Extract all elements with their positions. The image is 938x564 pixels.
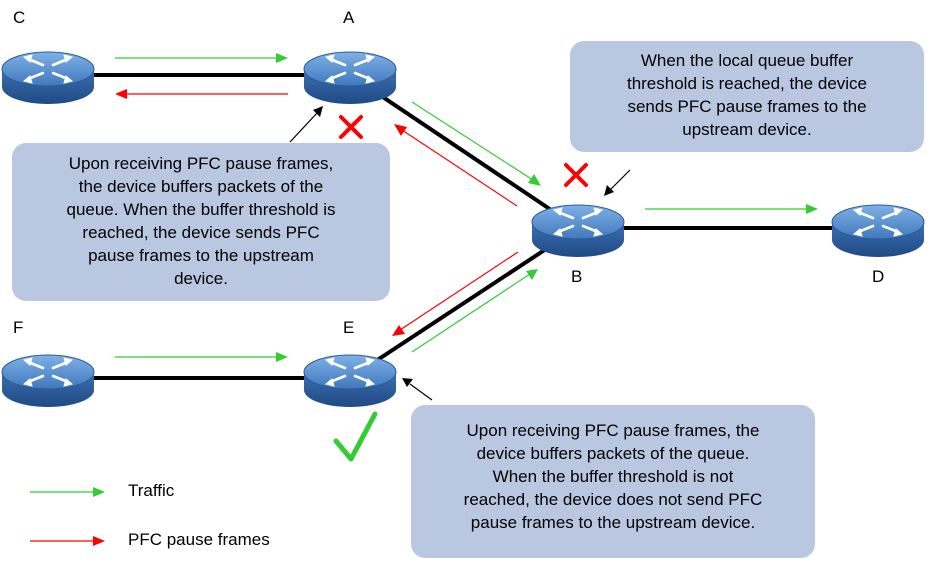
callout-device-a: Upon receiving PFC pause frames, the dev… xyxy=(12,143,390,301)
links xyxy=(48,73,878,380)
callout-line: upstream device. xyxy=(682,120,812,139)
pointer-a xyxy=(289,111,319,143)
callout-line: reached, the device does not send PFC xyxy=(463,490,763,509)
callout-pointers xyxy=(289,106,631,401)
pointer-e xyxy=(409,383,433,401)
callout-line: device. xyxy=(174,269,228,288)
callout-line: threshold is reached, the device xyxy=(626,74,868,93)
link-e-b xyxy=(348,226,580,380)
legend-traffic-arrow xyxy=(30,487,105,497)
router-f xyxy=(0,353,96,409)
callout-line: When the buffer threshold is not xyxy=(492,467,734,486)
traffic-arrow-a-b xyxy=(411,101,534,181)
node-label-a: A xyxy=(343,8,355,27)
node-label-c: C xyxy=(13,8,25,27)
node-label-e: E xyxy=(343,318,354,337)
traffic-arrowhead-f-e xyxy=(276,352,288,362)
callout-line: Upon receiving PFC pause frames, xyxy=(68,154,334,173)
pause-arrow-b-e xyxy=(399,251,519,331)
callout-line: When the local queue buffer xyxy=(640,51,854,70)
pause-arrowhead-b-a xyxy=(394,124,407,136)
callout-line: sends PFC pause frames to the xyxy=(627,97,867,116)
traffic-arrowhead-a-b xyxy=(528,174,541,186)
router-icon xyxy=(830,203,926,259)
node-label-b: B xyxy=(571,267,582,286)
pause-arrowhead-b-e xyxy=(392,325,405,336)
traffic-arrow-e-b xyxy=(411,273,531,353)
node-label-f: F xyxy=(13,318,23,337)
callout-line: device buffers packets of the queue. xyxy=(476,444,750,463)
pointer-e-head xyxy=(402,378,413,387)
router-icon xyxy=(302,353,398,409)
router-e xyxy=(302,353,398,409)
router-icon xyxy=(0,353,96,409)
pointer-b-head xyxy=(604,185,614,196)
router-c xyxy=(0,50,96,106)
link-a-b xyxy=(348,73,580,230)
router-b xyxy=(530,203,626,259)
traffic-arrowhead-c-a xyxy=(276,53,288,63)
traffic-arrowhead-e-b xyxy=(526,269,538,280)
traffic-arrows xyxy=(115,53,818,362)
router-icon xyxy=(530,203,626,259)
callout-line: the device buffers packets of the xyxy=(78,177,324,196)
cross-icon xyxy=(339,115,363,139)
callout-device-e: Upon receiving PFC pause frames, the dev… xyxy=(411,405,815,558)
legend-pause-arrow xyxy=(30,536,105,546)
router-d xyxy=(830,203,926,259)
traffic-arrowhead-b-d xyxy=(806,204,818,214)
pointer-b xyxy=(609,169,631,191)
router-a xyxy=(302,50,398,106)
check-icon xyxy=(333,411,378,462)
pause-arrowhead-a-c xyxy=(115,89,127,99)
cross-icon xyxy=(564,163,588,187)
router-icon xyxy=(0,50,96,106)
legend-traffic-label: Traffic xyxy=(128,481,175,500)
router-icon xyxy=(302,50,398,106)
node-label-d: D xyxy=(872,267,884,286)
callout-line: queue. When the buffer threshold is xyxy=(66,200,336,219)
pause-arrows xyxy=(115,89,519,336)
pause-arrow-b-a xyxy=(401,129,518,207)
callout-line: pause frames to the upstream xyxy=(88,246,314,265)
pointer-a-head xyxy=(313,106,323,117)
callout-device-b: When the local queue buffer threshold is… xyxy=(570,41,924,152)
legend-pause-label: PFC pause frames xyxy=(128,530,270,549)
callout-line: reached, the device sends PFC xyxy=(82,223,320,242)
callout-line: Upon receiving PFC pause frames, the xyxy=(466,421,760,440)
callout-line: pause frames to the upstream device. xyxy=(470,513,756,532)
